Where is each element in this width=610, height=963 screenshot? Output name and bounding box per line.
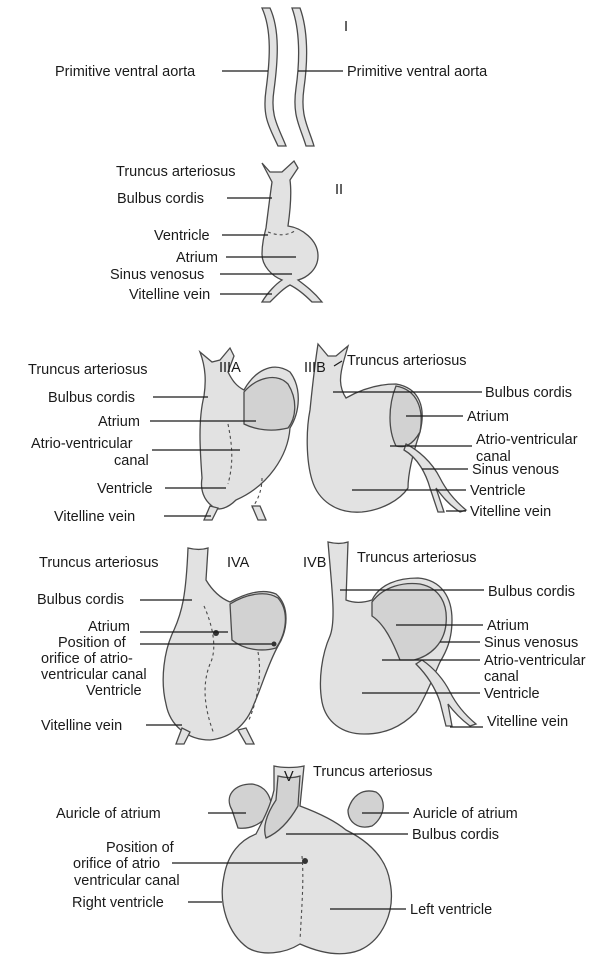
- s5-orifice-dot: [302, 858, 308, 864]
- label-s3a-avcanal-1: Atrio-ventricular: [31, 436, 133, 452]
- label-s4a-vitelline: Vitelline vein: [41, 718, 122, 734]
- s4a-orifice-leader-dot: [272, 642, 277, 647]
- stage-3a-label: IIIA: [219, 360, 241, 376]
- stage-3b-drawing: [307, 344, 466, 512]
- stage-1-drawing: [262, 8, 314, 146]
- label-s2-vitelline: Vitelline vein: [129, 287, 210, 303]
- s4a-orifice-dot: [213, 630, 219, 636]
- label-s4a-atrium: Atrium: [88, 619, 130, 635]
- stage-4a-label: IVA: [227, 555, 250, 571]
- label-s4a-orifice-2: orifice of atrio-: [41, 651, 133, 667]
- label-s4a-ventricle: Ventricle: [86, 683, 142, 699]
- label-s3a-vitelline: Vitelline vein: [54, 509, 135, 525]
- label-s3b-avcanal-1: Atrio-ventricular: [476, 432, 578, 448]
- label-s3b-sinus: Sinus venous: [472, 462, 559, 478]
- label-s3b-ventricle: Ventricle: [470, 483, 526, 499]
- label-s4a-orifice-1: Position of: [58, 635, 127, 651]
- stage-1-label: I: [344, 19, 348, 35]
- label-s4a-orifice-3: ventricular canal: [41, 667, 147, 683]
- stage-4a-drawing: [163, 548, 286, 744]
- label-s4b-avcanal-1: Atrio-ventricular: [484, 653, 586, 669]
- label-s4b-ventricle: Ventricle: [484, 686, 540, 702]
- label-s3a-bulbus: Bulbus cordis: [48, 390, 135, 406]
- label-s2-truncus: Truncus arteriosus: [116, 164, 236, 180]
- stage-2-label: II: [335, 182, 343, 198]
- label-s5-auricle-right: Auricle of atrium: [413, 806, 518, 822]
- stage-4b-label: IVB: [303, 555, 326, 571]
- label-s3b-bulbus: Bulbus cordis: [485, 385, 572, 401]
- stage-2-drawing: [262, 161, 322, 302]
- label-s3a-ventricle: Ventricle: [97, 481, 153, 497]
- label-s4b-truncus: Truncus arteriosus: [357, 550, 477, 566]
- stage-4b-drawing: [320, 542, 476, 734]
- stage-3a-drawing: [200, 348, 298, 520]
- label-s4a-bulbus: Bulbus cordis: [37, 592, 124, 608]
- label-s3a-truncus: Truncus arteriosus: [28, 362, 148, 378]
- label-s4a-truncus: Truncus arteriosus: [39, 555, 159, 571]
- label-primitive-ventral-aorta-left: Primitive ventral aorta: [55, 64, 196, 80]
- label-s4b-bulbus: Bulbus cordis: [488, 584, 575, 600]
- label-s2-sinus: Sinus venosus: [110, 267, 204, 283]
- stage-5-drawing: [222, 766, 391, 954]
- label-s4b-atrium: Atrium: [487, 618, 529, 634]
- label-s2-atrium: Atrium: [176, 250, 218, 266]
- label-s4b-vitelline: Vitelline vein: [487, 714, 568, 730]
- stage-3b-label: IIIB: [304, 360, 326, 376]
- label-s2-bulbus: Bulbus cordis: [117, 191, 204, 207]
- label-s5-bulbus: Bulbus cordis: [412, 827, 499, 843]
- label-s3b-atrium: Atrium: [467, 409, 509, 425]
- label-s3b-truncus: Truncus arteriosus: [347, 353, 467, 369]
- label-s5-truncus: Truncus arteriosus: [313, 764, 433, 780]
- label-s3a-avcanal-2: canal: [114, 453, 149, 469]
- stage-5-label: V: [284, 769, 294, 785]
- label-s3a-atrium: Atrium: [98, 414, 140, 430]
- label-s4b-avcanal-2: canal: [484, 669, 519, 685]
- label-s2-ventricle: Ventricle: [154, 228, 210, 244]
- label-s5-orifice-1: Position of: [106, 840, 175, 856]
- label-s5-orifice-2: orifice of atrio: [73, 856, 160, 872]
- label-s3b-vitelline: Vitelline vein: [470, 504, 551, 520]
- label-s5-orifice-3: ventricular canal: [74, 873, 180, 889]
- label-s5-left-ventricle: Left ventricle: [410, 902, 492, 918]
- label-s5-auricle-left: Auricle of atrium: [56, 806, 161, 822]
- label-s5-right-ventricle: Right ventricle: [72, 895, 164, 911]
- label-primitive-ventral-aorta-right: Primitive ventral aorta: [347, 64, 488, 80]
- label-s4b-sinus: Sinus venosus: [484, 635, 578, 651]
